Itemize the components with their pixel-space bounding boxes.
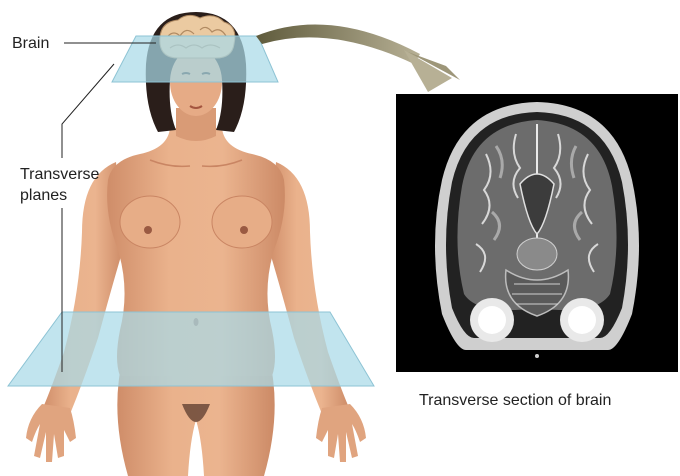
left-breast [120,196,180,248]
transverse-planes-label-line1: Transverse [20,164,99,185]
mri-scan-drawing [396,94,678,372]
upper-plane-leader-line [62,64,114,158]
left-hand [26,404,76,462]
brain-label: Brain [12,33,49,54]
mri-caption: Transverse section of brain [419,390,611,411]
curved-arrow-icon [256,24,420,64]
legs [117,372,274,476]
lower-transverse-plane [8,312,374,386]
right-breast [212,196,272,248]
transverse-planes-label-line2: planes [20,185,99,206]
mri-scan-image [396,94,678,372]
right-hand [316,404,366,462]
transverse-planes-label: Transverse planes [20,164,99,206]
